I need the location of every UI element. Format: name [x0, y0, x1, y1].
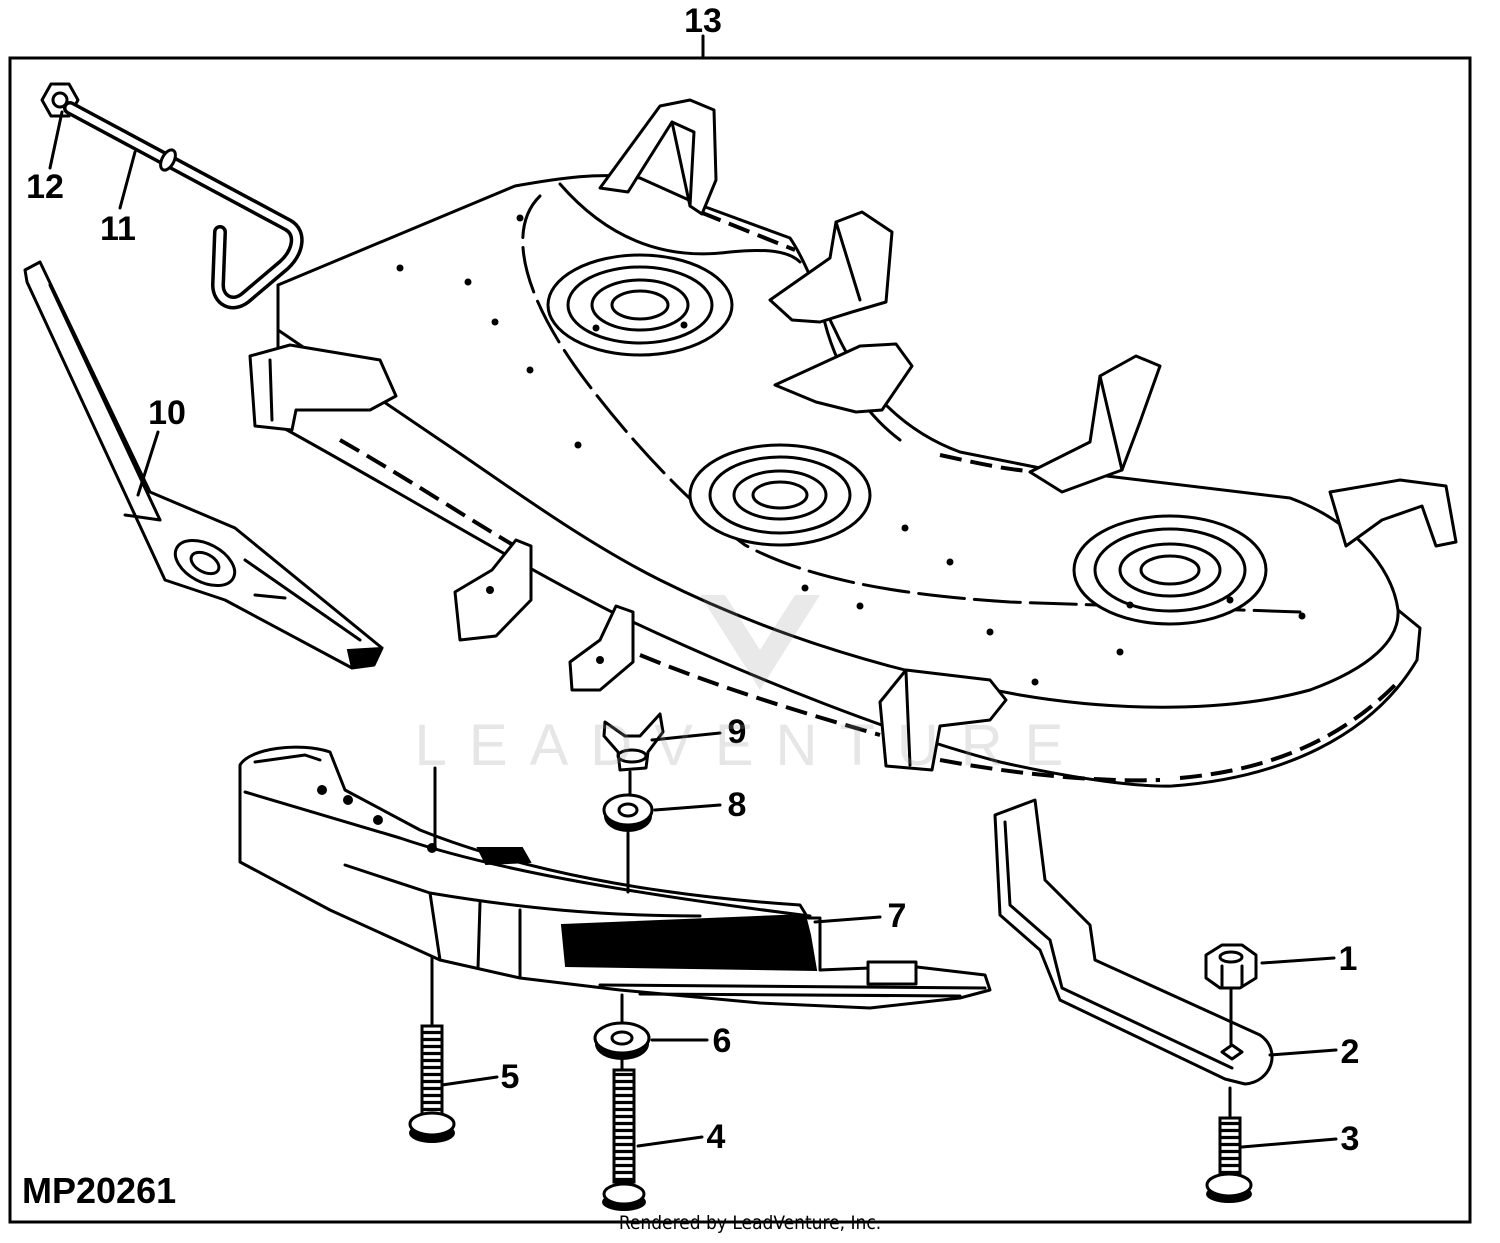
watermark-logo-icon	[700, 595, 820, 690]
deck-channel	[521, 194, 1302, 614]
deck-bracket-right-side	[1328, 478, 1458, 548]
baffle-part-7	[238, 745, 992, 1010]
callout-9: 9	[728, 713, 747, 751]
callout-8: 8	[728, 786, 747, 824]
deck-rim-dash	[1179, 683, 1397, 780]
spindle-housing-left	[546, 253, 734, 357]
spindle-housing-right	[1072, 514, 1268, 626]
rod-part-11	[63, 101, 304, 310]
leader-1	[1260, 956, 1336, 965]
leader-4	[636, 1135, 704, 1148]
washer-part-6	[593, 1021, 651, 1060]
deck-rim-dash	[939, 758, 1161, 783]
callout-11: 11	[100, 210, 136, 248]
bolt-part-5	[408, 1024, 456, 1143]
hex-nut-part-1	[1204, 943, 1258, 990]
deck-bracket-front-right	[878, 668, 1008, 772]
leader-11	[118, 150, 137, 210]
leader-10	[136, 430, 160, 497]
deck-bracket-left-side	[248, 343, 398, 432]
callout-13: 13	[684, 2, 722, 40]
callout-7: 7	[888, 897, 907, 935]
watermark-text: LEADVENTURE	[415, 713, 1086, 778]
bracket-part-2	[993, 798, 1274, 1086]
callout-5: 5	[501, 1058, 520, 1096]
footer-credit: Rendered by LeadVenture, Inc.	[619, 1212, 881, 1234]
deck-rim-dash	[639, 653, 881, 737]
deck-rim-dash	[939, 453, 1041, 474]
bolt-part-4	[602, 1068, 646, 1211]
bracket-edge	[1098, 374, 1124, 472]
deck-bracket-front-center	[568, 604, 635, 692]
leader-8	[653, 803, 722, 812]
callout-12: 12	[26, 168, 64, 206]
bracket-edge	[904, 670, 912, 767]
deck-bracket-rear	[598, 98, 718, 216]
callout-1: 1	[1339, 940, 1358, 978]
callout-10: 10	[148, 394, 186, 432]
bracket-edge	[268, 358, 274, 422]
bracket-edge	[834, 220, 862, 302]
callout-2: 2	[1341, 1033, 1360, 1071]
diagram-frame	[8, 56, 1472, 1224]
watermark: LEADVENTURE	[415, 595, 1086, 778]
deck-bracket-mid-lower	[773, 342, 914, 414]
bolt-part-3	[1205, 1116, 1253, 1203]
deck-rim-dash	[339, 438, 527, 554]
callout-3: 3	[1341, 1120, 1360, 1158]
bracket-edge	[670, 120, 692, 208]
leader-9	[650, 731, 722, 742]
callout-6: 6	[713, 1022, 732, 1060]
leader-3	[1240, 1137, 1338, 1149]
deck-bracket-right-rear	[1028, 354, 1162, 494]
deck-rim-dash	[699, 210, 796, 252]
washer-part-8	[602, 793, 654, 832]
spindle-housing-center	[688, 443, 872, 547]
mower-deck	[248, 98, 1458, 788]
deck-holes	[396, 214, 1306, 686]
callout-4: 4	[707, 1118, 726, 1156]
deck-channel	[558, 182, 802, 264]
blade-part-10	[23, 260, 384, 670]
leader-2	[1268, 1048, 1338, 1057]
figure-id: MP20261	[22, 1170, 176, 1211]
leader-12	[48, 110, 64, 170]
deck-bracket-mid-upper	[768, 210, 894, 324]
leader-5	[440, 1075, 499, 1087]
wing-nut-part-9	[602, 712, 665, 772]
leader-7	[813, 915, 882, 924]
